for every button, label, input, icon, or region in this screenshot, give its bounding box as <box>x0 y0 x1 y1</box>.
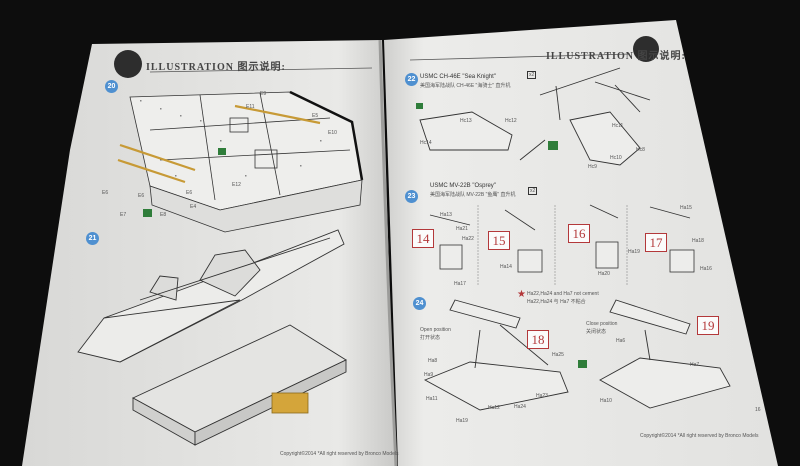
page-number: 16 <box>755 407 761 413</box>
part-label: Hc8 <box>636 147 645 153</box>
step24-note-cn: Ha22,Ha24 与 Ha7 不粘合 <box>527 299 586 305</box>
part-label: Ha9 <box>424 372 434 378</box>
ship-hull-drawing <box>77 229 345 363</box>
step22-qty: x2 <box>527 71 537 79</box>
part-label: Ha10 <box>600 398 612 404</box>
part-label: E6 <box>186 190 193 196</box>
part-label: Ha23 <box>536 393 548 399</box>
sub-step-16: 16 <box>568 224 590 243</box>
part-label: Ha18 <box>692 238 704 244</box>
part-label: E9 <box>260 91 267 97</box>
left-header: ILLUSTRATION 图示说明: <box>146 62 286 73</box>
step24-note: Ha22,Ha24 and Ha7 not cement <box>527 291 599 297</box>
part-label: E7 <box>120 212 127 218</box>
sub-step-14: 14 <box>412 229 434 248</box>
header-disc-right <box>633 36 659 62</box>
part-label: E6 <box>138 193 145 199</box>
part-label: Ha24 <box>514 404 526 410</box>
part-label: Ha13 <box>440 212 452 218</box>
step-23-badge: 23 <box>405 190 418 203</box>
step23-dividers <box>477 205 628 285</box>
step-21-badge: 21 <box>86 232 99 245</box>
part-label: Ha21 <box>456 226 468 232</box>
close-position-label: Close position <box>586 321 618 327</box>
part-label: E8 <box>160 212 167 218</box>
part-label: Ha16 <box>700 266 712 272</box>
green-arrow-icon <box>143 209 152 217</box>
part-label: E12 <box>232 182 241 188</box>
step22-subtitle: 美国海军陆战队 CH-46E "海骑士" 直升机 <box>420 83 511 89</box>
sub-step-17: 17 <box>645 233 667 252</box>
part-label: Ha11 <box>426 396 438 402</box>
part-label: Hc12 <box>505 118 517 124</box>
step23-qty: x2 <box>528 187 538 195</box>
right-header: ILLUSTRATION 图示说明: <box>546 51 686 62</box>
part-label: Ha12 <box>488 405 500 411</box>
osprey-open-drawing <box>423 299 569 411</box>
part-label: Ha14 <box>500 264 512 270</box>
close-position-label-cn: 关闭状态 <box>586 329 607 335</box>
photo-etch-strip-3 <box>234 104 321 125</box>
part-label: E5 <box>312 113 319 119</box>
part-label: Ha22 <box>462 236 474 242</box>
step-22-badge: 22 <box>405 73 418 86</box>
open-position-label-cn: 打开状态 <box>420 335 441 341</box>
part-label: Ha19 <box>456 418 468 424</box>
sub-step-19: 19 <box>697 316 719 335</box>
star-icon: ★ <box>517 289 526 300</box>
part-label: E6 <box>102 190 109 196</box>
part-label: Hc13 <box>460 118 472 124</box>
part-label: Ha15 <box>680 205 692 211</box>
part-label: Ha8 <box>428 358 438 364</box>
open-position-label: Open position <box>420 327 451 333</box>
flight-deck-drawing <box>129 90 364 233</box>
sub-step-18: 18 <box>527 330 549 349</box>
step23-subtitle: 美国海军陆战队 MV-22B "鱼鹰" 直升机 <box>430 192 516 198</box>
nameplate-photo-etch <box>271 392 309 414</box>
part-label: Hc10 <box>610 155 622 161</box>
step-20-badge: 20 <box>105 80 118 93</box>
part-label: Ha7 <box>690 362 700 368</box>
part-label: Hc14 <box>420 140 432 146</box>
header-disc-left <box>114 50 142 78</box>
part-label: Ha20 <box>598 271 610 277</box>
step22-title: USMC CH-46E "Sea Knight" <box>420 74 496 80</box>
sub-step-15: 15 <box>488 231 510 250</box>
part-label: Hc11 <box>612 123 624 129</box>
part-label: Ha6 <box>616 338 626 344</box>
osprey-close-drawing <box>599 299 731 409</box>
photo-etch-strip-1 <box>119 143 196 172</box>
step23-title: USMC MV-22B "Osprey" <box>430 183 496 189</box>
osprey-parts-drawing <box>429 204 695 273</box>
step-24-badge: 24 <box>413 297 426 310</box>
part-label: E10 <box>328 130 337 136</box>
photo-etch-strip-2 <box>117 158 186 184</box>
ch46-drawing <box>419 67 651 166</box>
part-label: Hc9 <box>588 164 597 170</box>
part-label: E11 <box>246 104 255 110</box>
left-footer: Copyright©2014 *All right reserved by Br… <box>280 451 399 457</box>
part-label: Ha25 <box>552 352 564 358</box>
part-label: E4 <box>190 204 197 210</box>
part-label: Ha17 <box>454 281 466 287</box>
right-footer: Copyright©2014 *All right reserved by Br… <box>640 433 759 439</box>
part-label: Ha19 <box>628 249 640 255</box>
display-stand <box>132 324 347 446</box>
